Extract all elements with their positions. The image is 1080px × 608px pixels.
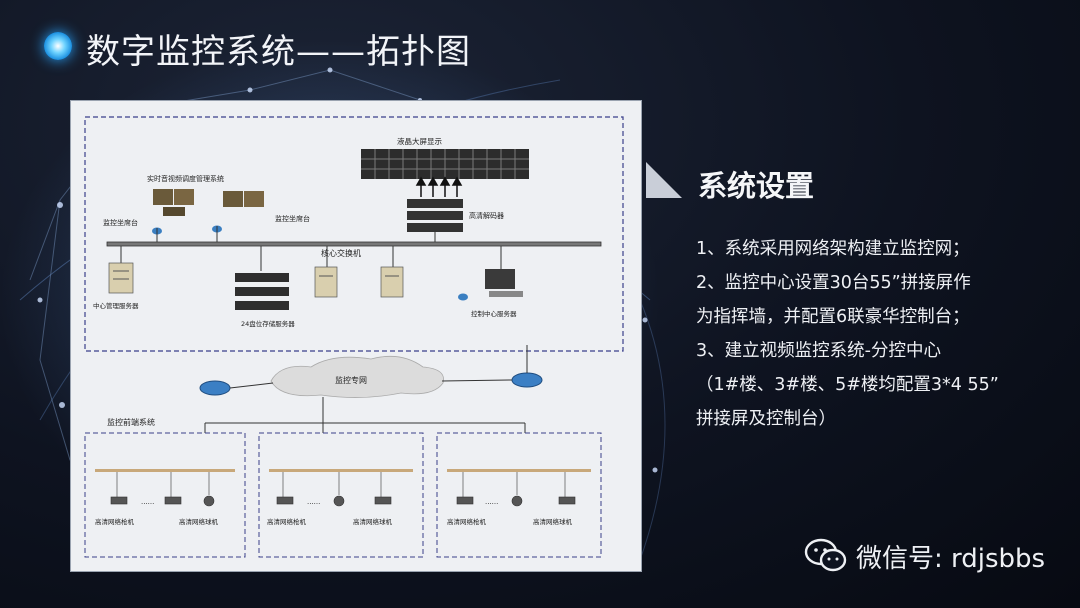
router-right-icon [511,372,543,388]
zone-2-dome-label: 高清网络球机 [353,517,393,526]
core-switch-label: 核心交换机 [321,248,361,258]
page-title: 数字监控系统——拓扑图 [86,32,471,72]
server-icon-2 [380,266,404,298]
frontend-zone-2 [258,432,424,558]
zone-2-bus [269,469,413,472]
decoder-to-wall-arrows [415,176,463,197]
server-icon-1 [314,266,338,298]
settings-line: 2、监控中心设置30台55”拼接屏作 [696,273,971,293]
lcd-wall-label: 液晶大屏显示 [397,136,442,146]
frontend-label: 监控前端系统 [107,417,155,427]
wechat-label: 微信号: rdjsbbs [856,543,1046,574]
decoder-icon [407,199,463,232]
title-bullet-icon [44,32,72,60]
core-switch-bus [106,241,602,247]
zone-1-bus [95,469,235,472]
left-workstation-icon [152,189,194,235]
wechat-icon [804,538,847,572]
topology-diagram: 液晶大屏显示 高清解码器 实时音视频调度管理系统 监控坐席台 [70,100,642,572]
right-workstation-icon [212,191,264,233]
settings-line: 3、建立视频监控系统-分控中心 [696,341,941,361]
av-mgmt-label: 实时音视频调度管理系统 [147,174,224,183]
settings-line: 为指挥墙，并配置6联豪华控制台； [696,307,970,327]
svg-text:......: ...... [141,498,154,506]
monitor-center-area [84,116,624,352]
decoder-label: 高清解码器 [469,211,504,220]
storage-server-icon [235,273,289,310]
private-network-cloud [270,355,444,398]
svg-text:......: ...... [307,498,320,506]
storage-label: 24盘位存储服务器 [241,319,295,328]
control-server-label: 控制中心服务器 [471,309,517,318]
lcd-wall-icon [361,149,529,179]
frontend-zone-1 [84,432,246,558]
settings-list: 1、系统采用网络架构建立监控网； 2、监控中心设置30台55”拼接屏作 为指挥墙… [696,232,1036,436]
center-server-icon [108,262,134,294]
section-title: 系统设置 [698,169,815,203]
topology-diagram-canvas: 液晶大屏显示 高清解码器 实时音视频调度管理系统 监控坐席台 [84,116,624,558]
private-network-label: 监控专网 [335,375,367,385]
control-server-icon [458,269,523,301]
section-triangle-icon [646,162,682,198]
seat-left-label: 监控坐席台 [103,218,138,227]
zone-2-bullet-label: 高清网络枪机 [267,517,307,526]
settings-line: 拼接屏及控制台） [696,409,836,429]
seat-right-label: 监控坐席台 [275,214,310,223]
wechat-id: 微信号: rdjsbbs [804,536,1045,576]
zone-3-bus [447,469,591,472]
settings-line: （1#楼、3#楼、5#楼均配置3*4 55” [696,375,999,395]
zone-1-dome-label: 高清网络球机 [179,517,219,526]
zone-3-dome-label: 高清网络球机 [533,517,573,526]
zone-3-bullet-label: 高清网络枪机 [447,517,487,526]
frontend-zone-3 [436,432,602,558]
settings-line: 1、系统采用网络架构建立监控网； [696,239,970,259]
svg-text:......: ...... [485,498,498,506]
router-left-icon [199,380,231,396]
zone-1-bullet-label: 高清网络枪机 [95,517,135,526]
center-server-label: 中心管理服务器 [93,301,139,310]
